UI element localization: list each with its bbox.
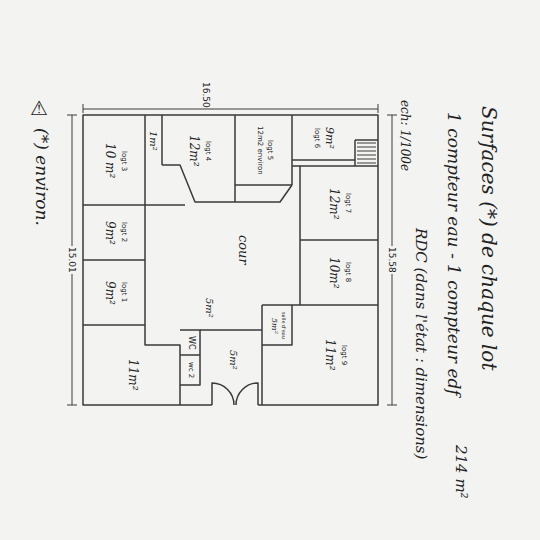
- room-label: logt 6: [313, 128, 321, 148]
- room-name: salle d'eau: [281, 312, 287, 339]
- wall: [162, 165, 292, 202]
- room-area: logt 29m²: [85, 206, 145, 259]
- dimension-label: 15.01: [66, 246, 76, 274]
- room-label: cour: [235, 235, 249, 265]
- room-label: 9m²: [103, 281, 116, 305]
- room-area: logt 911m² salle d'eau5m²: [263, 306, 377, 404]
- stair-edge: [355, 139, 378, 141]
- wall: [161, 115, 163, 165]
- room-name: logt 4: [203, 141, 211, 161]
- room-label: 11m²: [125, 359, 138, 390]
- wall: [300, 239, 378, 241]
- room-area: cour: [186, 205, 299, 295]
- room-name: logt 3: [119, 151, 127, 171]
- room-area: logt 412m²: [163, 117, 235, 185]
- dimension-label: 15.58: [386, 246, 396, 274]
- room-name: logt 7: [343, 193, 351, 213]
- wall: [235, 184, 292, 186]
- room-label: 12m²: [327, 188, 340, 219]
- wall: [262, 304, 378, 306]
- wall: [292, 159, 355, 161]
- handwritten-note: (*) environ.: [32, 128, 51, 226]
- wall: [354, 140, 356, 166]
- room-area: WC: [181, 331, 200, 355]
- wall: [262, 305, 292, 345]
- room-label: WC: [186, 336, 195, 350]
- room-area: logt 810m²: [301, 241, 377, 304]
- wall: [144, 115, 146, 325]
- wall: [145, 325, 180, 405]
- room-label: wc 2: [187, 362, 195, 378]
- room-area: logt 310 m²: [85, 117, 145, 205]
- wall: [83, 324, 145, 326]
- handwritten-note: RDC (dans l'état : dimensions): [412, 228, 429, 459]
- room-area: 9m²logt 6: [293, 117, 355, 159]
- room-label: 10 m²: [103, 143, 116, 178]
- wall: [180, 354, 200, 356]
- handwritten-note: 5m²: [204, 298, 215, 318]
- room-area: wc 2: [181, 356, 200, 385]
- room-label: 10m²: [327, 257, 340, 288]
- wall: [292, 166, 300, 305]
- handwritten-note: ech: 1/100e: [398, 100, 411, 171]
- wall: [180, 330, 200, 385]
- wall: [234, 115, 236, 202]
- room-name: 9m²: [323, 127, 335, 149]
- room-name: logt 1: [119, 282, 127, 302]
- room-area: logt 19m²: [85, 261, 145, 324]
- room-area: logt 512m2 environ: [236, 117, 292, 184]
- room-label: 1m²: [148, 131, 159, 151]
- wall: [200, 329, 262, 331]
- room-label: 9m²: [103, 221, 116, 245]
- room-area: logt 712m²: [301, 168, 377, 239]
- room-label: 11m²: [323, 339, 336, 370]
- wall: [83, 204, 185, 206]
- dimension-label: 16.50: [200, 82, 210, 108]
- room-name: logt 9: [339, 345, 347, 365]
- room-name: logt 5: [266, 140, 274, 160]
- outer-wall: [83, 115, 378, 405]
- wall: [261, 305, 263, 405]
- door-leaf: [236, 383, 258, 405]
- title-note: Surfaces (*) de chaque lot: [478, 106, 500, 370]
- room-label: 12m²: [187, 135, 200, 166]
- room-label: 5m²: [269, 318, 278, 334]
- stairs: [357, 143, 376, 163]
- room-name: logt 8: [343, 262, 351, 282]
- room-area: salle d'eau5m²: [263, 306, 292, 345]
- room-area: 1m²: [145, 117, 162, 165]
- door-leaf: [212, 383, 234, 405]
- room-area: 11m²: [85, 346, 179, 404]
- wall: [83, 259, 145, 261]
- room-label: 12m2 environ: [255, 126, 263, 175]
- dimension-label: ⚠: [28, 96, 50, 120]
- handwritten-note: 5m²: [228, 350, 239, 370]
- wall: [291, 115, 293, 185]
- handwritten-note: 1 compteur eau - 1 compteur edf: [444, 112, 463, 396]
- wall: [300, 165, 378, 167]
- handwritten-note: 214 m²: [452, 445, 469, 499]
- room-name: logt 2: [119, 222, 127, 242]
- dimension-lines: [67, 104, 397, 405]
